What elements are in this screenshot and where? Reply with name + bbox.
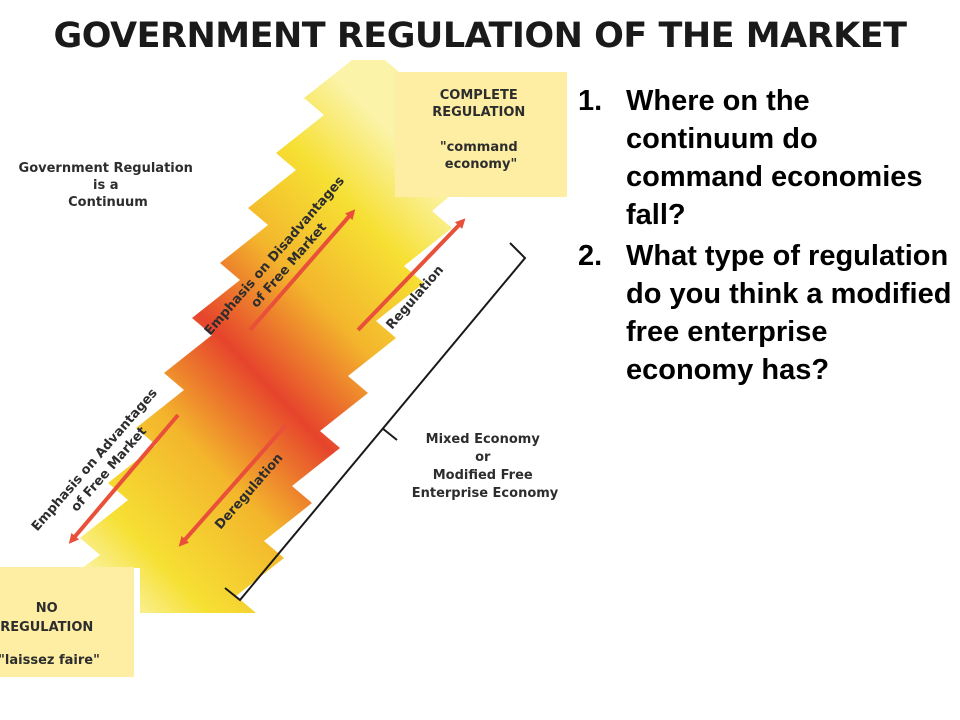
mixed-economy-label: Mixed Economy or Modified Free Enterpris… xyxy=(412,432,559,501)
no-regulation-label: NO REGULATION "laissez faire" xyxy=(0,601,100,668)
complete-regulation-box xyxy=(395,72,567,197)
question-number: 1. xyxy=(578,85,603,117)
regulation-arrow xyxy=(356,218,466,332)
continuum-band xyxy=(80,60,452,613)
question-text: Where on the continuum do command econom… xyxy=(626,85,923,231)
mixed-economy-bracket xyxy=(224,242,527,602)
advantages-arrow xyxy=(68,413,180,544)
question-list: 1. Where on the continuum do command eco… xyxy=(578,82,953,392)
slide-title: GOVERNMENT REGULATION OF THE MARKET xyxy=(53,16,907,56)
question-item: 2. What type of regulation do you think … xyxy=(578,237,953,389)
deregulation-arrow xyxy=(178,423,288,547)
question-text: What type of regulation do you think a m… xyxy=(626,240,952,386)
question-item: 1. Where on the continuum do command eco… xyxy=(578,82,953,234)
no-regulation-box xyxy=(0,567,134,677)
question-number: 2. xyxy=(578,240,603,272)
continuum-label: Government Regulation is a Continuum xyxy=(19,161,198,210)
disadvantages-arrow xyxy=(248,209,356,332)
complete-regulation-label: COMPLETE REGULATION "command economy" xyxy=(432,88,530,172)
